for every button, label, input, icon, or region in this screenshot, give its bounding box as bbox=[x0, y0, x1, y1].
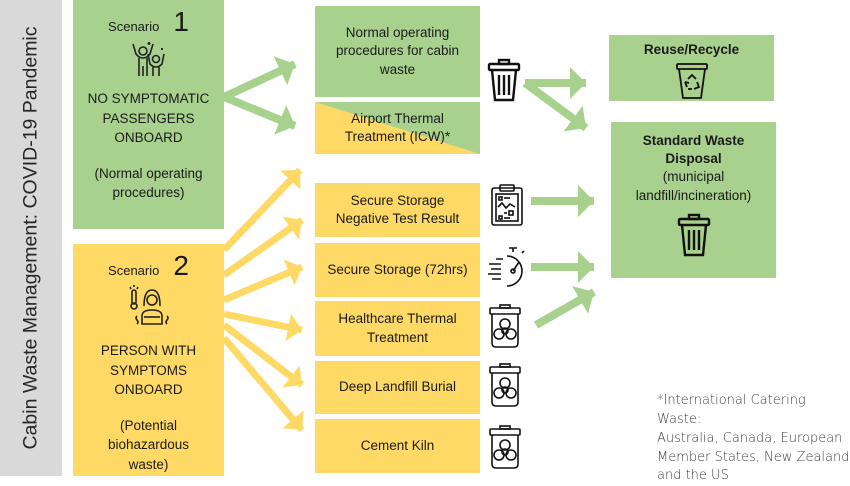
scenario-1-line-2: PASSENGERS bbox=[102, 110, 195, 126]
arrow-bin-to-disposal bbox=[522, 79, 589, 132]
trash-bin-icon bbox=[677, 213, 711, 262]
stopwatch-icon bbox=[487, 244, 527, 295]
arrow-s2-to-landfill bbox=[221, 322, 305, 388]
biohazard-bin-icon bbox=[488, 303, 522, 354]
treatment-line: Airport Thermal bbox=[351, 110, 444, 126]
scenario-1-header: Scenario 1 bbox=[108, 8, 189, 36]
sick-person-thermometer-icon bbox=[126, 284, 172, 335]
arrow-s2-to-kiln bbox=[221, 335, 305, 433]
celebrating-people-icon bbox=[129, 40, 169, 83]
scenario-1-note-1: (Normal operating bbox=[94, 165, 203, 181]
arrow-s2-to-airport bbox=[221, 167, 303, 253]
treatment-deep-landfill: Deep Landfill Burial bbox=[315, 361, 480, 414]
scenario-1-line-1: NO SYMPTOMATIC bbox=[87, 91, 210, 107]
scenario-2-number: 2 bbox=[173, 250, 189, 281]
arrow-s2-to-secure-negative bbox=[221, 216, 305, 278]
scenario-1-box: Scenario 1 NO SYMPTOMATIC PASSENGERS ONB… bbox=[73, 0, 224, 229]
treatment-line: Normal operating bbox=[345, 25, 450, 41]
scenario-2-note-1: (Potential bbox=[119, 417, 178, 433]
scenario-2-note-2: biohazardous bbox=[107, 437, 190, 453]
treatment-line: Deep Landfill Burial bbox=[338, 379, 457, 395]
scenario-2-line-2: SYMPTOMS bbox=[109, 362, 187, 378]
footnote-line: Australia, Canada, European bbox=[657, 430, 843, 446]
disposal-title-line: Disposal bbox=[665, 151, 722, 167]
treatment-secure-storage-72hrs: Secure Storage (72hrs) bbox=[315, 243, 480, 297]
arrow-s1-to-normal bbox=[222, 56, 297, 101]
arrow-healthcare-to-disposal bbox=[534, 286, 596, 329]
arrow-s1-to-airport bbox=[222, 93, 297, 135]
scenario-2-header: Scenario 2 bbox=[108, 252, 189, 280]
treatment-healthcare-thermal: Healthcare Thermal Treatment bbox=[315, 301, 480, 356]
scenario-2-line-1: PERSON WITH bbox=[100, 343, 197, 359]
treatment-line: Cement Kiln bbox=[360, 437, 435, 453]
scenario-1-number: 1 bbox=[173, 6, 189, 37]
recycle-bin-icon bbox=[675, 62, 709, 105]
footnote-line: *International Catering Waste: bbox=[657, 393, 806, 427]
footnote-line: and the US bbox=[657, 468, 729, 484]
treatment-cement-kiln: Cement Kiln bbox=[315, 419, 480, 473]
footnote-line: Member States, New Zealand bbox=[657, 449, 850, 465]
treatment-normal-operating: Normal operating procedures for cabin wa… bbox=[315, 6, 480, 97]
treatment-line: Secure Storage (72hrs) bbox=[327, 261, 468, 277]
clipboard-test-result-icon bbox=[490, 183, 524, 232]
trash-bin-icon bbox=[487, 58, 521, 107]
outcome-reuse-recycle-title: Reuse/Recycle bbox=[643, 42, 740, 57]
treatment-airport-thermal: Airport Thermal Treatment (ICW)* bbox=[315, 102, 480, 154]
scenario-2-box: Scenario 2 PERSON WITH SYMPTOMS ONBOARD … bbox=[73, 244, 224, 476]
scenario-2-note-3: waste) bbox=[128, 457, 169, 473]
treatment-line: Secure Storage bbox=[350, 192, 445, 208]
arrow-s2-to-secure-72 bbox=[222, 259, 304, 304]
disposal-title-line: Standard Waste bbox=[642, 133, 745, 148]
scenario-2-label: Scenario bbox=[108, 263, 160, 278]
treatment-line: Treatment (ICW)* bbox=[344, 129, 451, 144]
treatment-line: waste bbox=[379, 61, 416, 77]
treatment-line: Healthcare Thermal bbox=[338, 311, 457, 327]
scenario-1-line-3: ONBOARD bbox=[114, 130, 183, 146]
sidebar: Cabin Waste Management: COVID-19 Pandemi… bbox=[0, 0, 62, 476]
treatment-line: procedures for cabin bbox=[335, 43, 460, 59]
outcome-reuse-recycle: Reuse/Recycle bbox=[609, 35, 774, 101]
scenario-1-note-2: procedures) bbox=[112, 185, 185, 201]
disposal-sub-line: landfill/incineration) bbox=[635, 187, 752, 203]
treatment-line: Negative Test Result bbox=[335, 211, 460, 226]
scenario-2-line-3: ONBOARD bbox=[114, 382, 183, 398]
footnote: *International Catering Waste: Australia… bbox=[657, 392, 850, 486]
arrow-s2-to-healthcare bbox=[223, 310, 303, 341]
outcome-standard-disposal: Standard Waste Disposal (municipal landf… bbox=[611, 122, 776, 278]
biohazard-bin-icon bbox=[488, 424, 522, 475]
treatment-secure-storage-negative: Secure Storage Negative Test Result bbox=[315, 183, 480, 237]
scenario-1-label: Scenario bbox=[108, 19, 160, 34]
treatment-line: Treatment bbox=[366, 329, 429, 345]
disposal-sub-line: (municipal bbox=[662, 169, 725, 185]
biohazard-bin-icon bbox=[488, 362, 522, 413]
arrows-layer bbox=[221, 56, 596, 433]
